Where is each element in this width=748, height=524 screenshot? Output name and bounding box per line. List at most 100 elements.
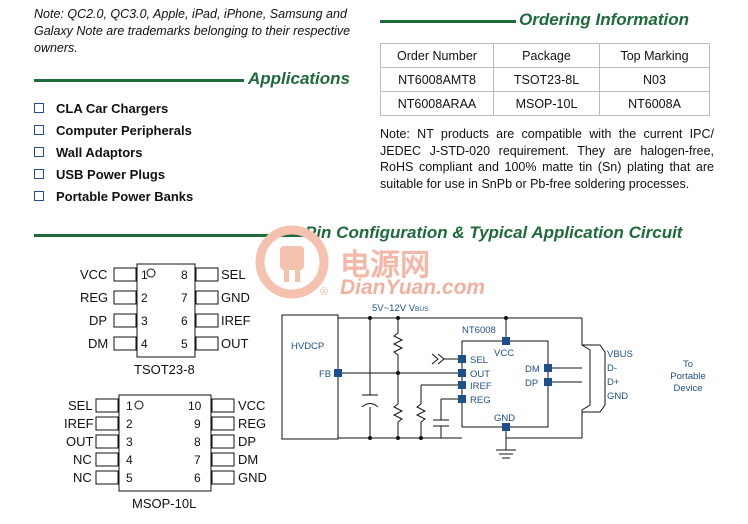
usb-pin-label: D+ bbox=[607, 377, 620, 388]
circuit-pin-markers bbox=[334, 337, 552, 431]
tsot-pin-number: 8 bbox=[181, 268, 188, 282]
msop-pin-number: 3 bbox=[126, 435, 133, 449]
msop-pin-name: VCC bbox=[238, 398, 265, 413]
checkbox-icon bbox=[34, 125, 44, 135]
checkbox-icon bbox=[34, 103, 44, 113]
tsot-pin-number: 4 bbox=[141, 337, 148, 351]
list-item-label: CLA Car Chargers bbox=[56, 100, 169, 116]
tsot-pin-name: VCC bbox=[80, 267, 107, 282]
msop-pin-number: 8 bbox=[194, 435, 201, 449]
dm-pin-label: DM bbox=[525, 364, 540, 375]
tsot-pin-number: 1 bbox=[141, 268, 148, 282]
checkbox-icon bbox=[34, 169, 44, 179]
tsot-pin-name: SEL bbox=[221, 267, 246, 282]
hvdcp-label: HVDCP bbox=[291, 341, 324, 352]
msop-pin-name: DP bbox=[238, 434, 256, 449]
tsot-pin-number: 5 bbox=[181, 337, 188, 351]
to-device-label: To bbox=[683, 359, 693, 370]
fb-label: FB bbox=[319, 369, 331, 380]
watermark-logo-icon bbox=[255, 225, 329, 299]
usb-pin-label: D- bbox=[607, 363, 617, 374]
watermark-en: DianYuan.com bbox=[340, 276, 486, 299]
msop-pin-name: REG bbox=[238, 416, 266, 431]
msop-label: MSOP-10L bbox=[132, 496, 196, 511]
pin-section-rule bbox=[34, 234, 304, 237]
msop-pin-name: OUT bbox=[66, 434, 94, 449]
msop-pin-number: 9 bbox=[194, 417, 201, 431]
table-cell: NT6008A bbox=[599, 91, 710, 116]
list-item-label: USB Power Plugs bbox=[56, 166, 166, 182]
tsot-label: TSOT23-8 bbox=[134, 362, 195, 377]
applications-rule bbox=[34, 79, 244, 82]
tsot-pin-name: DP bbox=[89, 313, 107, 328]
msop-pin-name: DM bbox=[238, 452, 258, 467]
table-header: Order Number bbox=[380, 43, 494, 68]
gnd-pin-label: GND bbox=[494, 413, 515, 424]
vcc-pin-label: VCC bbox=[494, 348, 514, 359]
ordering-title: Ordering Information bbox=[519, 10, 689, 29]
tsot-pin-number: 6 bbox=[181, 314, 188, 328]
watermark-cn: 电源网 bbox=[340, 248, 430, 283]
msop-pin-number: 1 bbox=[126, 399, 133, 413]
compliance-note: Note: NT products are compatible with th… bbox=[380, 127, 714, 191]
table-cell: TSOT23-8L bbox=[493, 67, 600, 92]
msop-10l-package bbox=[95, 394, 235, 492]
list-item: Computer Peripherals bbox=[34, 119, 193, 141]
msop-pin-name: NC bbox=[73, 470, 92, 485]
tsot-pin-name: DM bbox=[88, 336, 108, 351]
msop-pin-number: 6 bbox=[194, 471, 201, 485]
msop-pin-number: 7 bbox=[194, 453, 201, 467]
supply-label: 5V~12V VBUS bbox=[372, 303, 429, 314]
list-item: CLA Car Chargers bbox=[34, 97, 193, 119]
msop-pin-name: NC bbox=[73, 452, 92, 467]
table-cell: NT6008ARAA bbox=[380, 91, 494, 116]
trademark-note: Note: QC2.0, QC3.0, Apple, iPad, iPhone,… bbox=[34, 7, 351, 55]
watermark-reg: ® bbox=[320, 286, 329, 298]
tsot-pin-name: GND bbox=[221, 290, 250, 305]
application-circuit bbox=[281, 314, 606, 459]
list-item: USB Power Plugs bbox=[34, 163, 193, 185]
iref-pin-label: IREF bbox=[470, 381, 492, 392]
applications-list: CLA Car Chargers Computer Peripherals Wa… bbox=[34, 97, 193, 207]
table-header: Top Marking bbox=[599, 43, 710, 68]
tsot-pin-number: 2 bbox=[141, 291, 148, 305]
tsot-pin-name: REG bbox=[80, 290, 108, 305]
table-row: NT6008ARAA MSOP-10L NT6008A bbox=[380, 91, 710, 116]
msop-pin-name: SEL bbox=[68, 398, 93, 413]
tsot-pin-number: 7 bbox=[181, 291, 188, 305]
msop-pin-name: IREF bbox=[64, 416, 94, 431]
list-item-label: Portable Power Banks bbox=[56, 188, 194, 204]
usb-connector-body bbox=[581, 318, 591, 438]
ordering-rule bbox=[380, 20, 516, 23]
pin1-marker-icon bbox=[134, 400, 144, 410]
to-device-label: Device bbox=[673, 383, 702, 394]
list-item-label: Wall Adaptors bbox=[56, 144, 143, 160]
tsot-pin-number: 3 bbox=[141, 314, 148, 328]
circuit-junctions bbox=[368, 316, 508, 440]
list-item-label: Computer Peripherals bbox=[56, 122, 192, 138]
applications-title: Applications bbox=[248, 69, 351, 88]
msop-pin-name: GND bbox=[238, 470, 267, 485]
msop-pin-number: 5 bbox=[126, 471, 133, 485]
tsot-pin-name: IREF bbox=[221, 313, 251, 328]
msop-pin-number: 10 bbox=[188, 399, 202, 413]
usb-pin-label: VBUS bbox=[607, 349, 633, 360]
list-item: Portable Power Banks bbox=[34, 185, 193, 207]
checkbox-icon bbox=[34, 147, 44, 157]
msop-pin-number: 4 bbox=[126, 453, 133, 467]
tsot-pin-name: OUT bbox=[221, 336, 249, 351]
checkbox-icon bbox=[34, 191, 44, 201]
to-device-label: Portable bbox=[670, 371, 705, 382]
reg-pin-label: REG bbox=[470, 395, 491, 406]
table-cell: MSOP-10L bbox=[493, 91, 600, 116]
msop-pin-number: 2 bbox=[126, 417, 133, 431]
out-pin-label: OUT bbox=[470, 369, 490, 380]
pin-section-title: Pin Configuration & Typical Application … bbox=[305, 223, 683, 242]
tsot23-8-package bbox=[113, 263, 219, 358]
dp-pin-label: DP bbox=[525, 378, 538, 389]
ordering-table: Order Number Package Top Marking NT6008A… bbox=[380, 43, 710, 116]
sel-pin-label: SEL bbox=[470, 355, 488, 366]
pin1-marker-icon bbox=[146, 268, 156, 278]
usb-pin-label: GND bbox=[607, 391, 628, 402]
